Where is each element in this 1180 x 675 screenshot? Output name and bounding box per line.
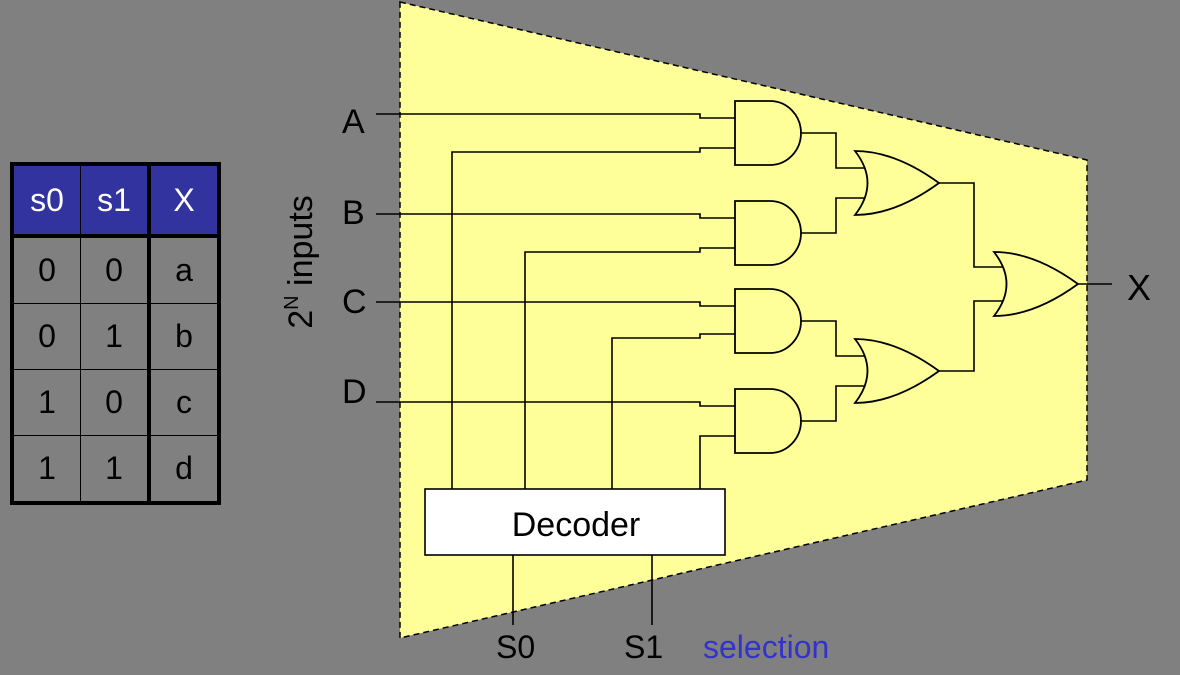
inputs-count-label: 2N inputs	[281, 195, 320, 329]
and-gate-b	[734, 200, 802, 266]
wire-decoder-out-2	[611, 333, 735, 490]
selection-label: selection	[703, 629, 829, 665]
input-label-b: B	[342, 194, 365, 232]
input-label-c: C	[342, 283, 367, 321]
table-row: 0 1 b	[11, 303, 220, 370]
truth-table-header-x: X	[147, 163, 220, 238]
wire-decoder-out-3	[699, 435, 735, 490]
table-row: 0 0 a	[11, 235, 220, 304]
table-cell: 1	[80, 435, 150, 504]
wire-and4-or2	[801, 385, 866, 422]
or-gate-ab	[853, 150, 941, 216]
table-cell: b	[147, 303, 220, 370]
table-cell: d	[147, 435, 220, 504]
decoder-box	[424, 488, 726, 556]
and-gate-a	[734, 100, 802, 166]
and-gate-d	[734, 388, 802, 454]
select-label-s1: S1	[624, 629, 663, 665]
table-cell: a	[147, 235, 220, 304]
wire-input-a	[376, 113, 735, 119]
table-cell: 0	[11, 303, 81, 370]
wire-or1-or3	[939, 182, 1005, 268]
table-cell: 0	[80, 369, 150, 436]
wire-and3-or2	[801, 320, 866, 357]
output-label: X	[1127, 267, 1151, 308]
decoder-label: Decoder	[512, 506, 641, 544]
wire-input-b	[376, 213, 735, 219]
wire-and1-or1	[801, 132, 866, 169]
table-cell: 1	[80, 303, 150, 370]
inputs-count-base: 2	[282, 310, 320, 329]
wire-decoder-out-1	[524, 247, 735, 490]
inputs-count-suffix: inputs	[282, 195, 320, 295]
table-row: 1 0 c	[11, 369, 220, 436]
input-label-d: D	[342, 373, 367, 411]
table-cell: 1	[11, 435, 81, 504]
table-cell: 1	[11, 369, 81, 436]
and-gate-c	[734, 288, 802, 354]
wire-decoder-out-0	[451, 147, 735, 490]
inputs-count-exponent: N	[281, 295, 303, 309]
wire-input-d	[376, 401, 735, 407]
truth-table-header-row: s0 s1 X	[11, 163, 220, 238]
input-label-a: A	[342, 103, 365, 141]
truth-table: s0 s1 X 0 0 a 0 1 b 1 0 c 1 1 d	[10, 162, 221, 505]
wire-and2-or1	[801, 197, 866, 234]
table-cell: c	[147, 369, 220, 436]
table-cell: 0	[80, 235, 150, 304]
truth-table-header-s1: s1	[80, 163, 150, 238]
wire-or2-or3	[939, 300, 1005, 372]
or-gate-output	[992, 251, 1080, 317]
or-gate-cd	[853, 338, 941, 404]
truth-table-header-s0: s0	[11, 163, 81, 238]
select-label-s0: S0	[496, 629, 535, 665]
table-row: 1 1 d	[11, 435, 220, 504]
table-cell: 0	[11, 235, 81, 304]
wire-input-c	[376, 301, 735, 307]
